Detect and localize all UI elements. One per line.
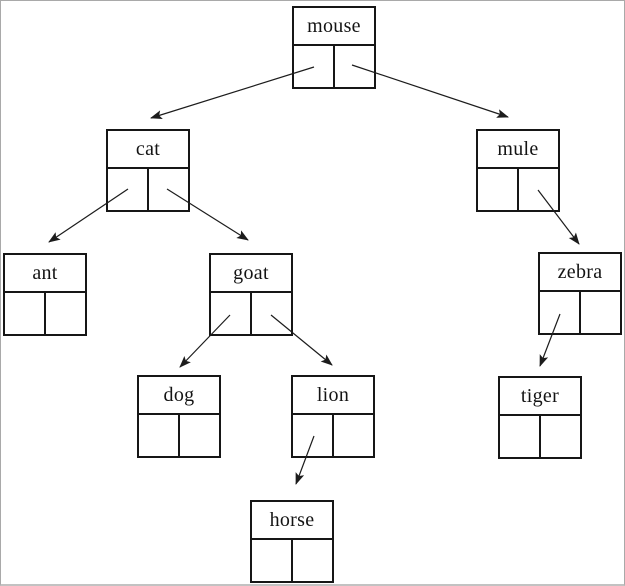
- pointer-cells-ant: [5, 293, 85, 334]
- pointer-cells-goat: [211, 293, 291, 334]
- left-pointer-cell: [294, 46, 335, 87]
- tree-node-zebra: zebra: [538, 252, 622, 335]
- tree-node-tiger: tiger: [498, 376, 582, 459]
- node-label-goat: goat: [211, 255, 291, 293]
- right-pointer-cell: [581, 292, 620, 333]
- right-pointer-cell: [541, 416, 580, 457]
- pointer-cells-cat: [108, 169, 188, 210]
- node-label-mule: mule: [478, 131, 558, 169]
- right-pointer-cell: [293, 540, 332, 581]
- left-pointer-cell: [540, 292, 581, 333]
- left-pointer-cell: [293, 415, 334, 456]
- node-label-cat: cat: [108, 131, 188, 169]
- right-pointer-cell: [335, 46, 374, 87]
- left-pointer-cell: [5, 293, 46, 334]
- node-label-zebra: zebra: [540, 254, 620, 292]
- right-pointer-cell: [149, 169, 188, 210]
- right-pointer-cell: [180, 415, 219, 456]
- left-pointer-cell: [500, 416, 541, 457]
- pointer-cells-mule: [478, 169, 558, 210]
- left-pointer-cell: [108, 169, 149, 210]
- node-label-mouse: mouse: [294, 8, 374, 46]
- tree-node-goat: goat: [209, 253, 293, 336]
- pointer-cells-mouse: [294, 46, 374, 87]
- node-label-lion: lion: [293, 377, 373, 415]
- node-label-ant: ant: [5, 255, 85, 293]
- node-label-tiger: tiger: [500, 378, 580, 416]
- right-pointer-cell: [519, 169, 558, 210]
- right-pointer-cell: [252, 293, 291, 334]
- tree-node-cat: cat: [106, 129, 190, 212]
- right-pointer-cell: [46, 293, 85, 334]
- node-label-dog: dog: [139, 377, 219, 415]
- tree-node-lion: lion: [291, 375, 375, 458]
- pointer-cells-zebra: [540, 292, 620, 333]
- tree-node-mule: mule: [476, 129, 560, 212]
- pointer-cells-lion: [293, 415, 373, 456]
- tree-node-dog: dog: [137, 375, 221, 458]
- right-pointer-cell: [334, 415, 373, 456]
- pointer-cells-tiger: [500, 416, 580, 457]
- left-pointer-cell: [252, 540, 293, 581]
- pointer-cells-horse: [252, 540, 332, 581]
- edge-mouse-left-cat: [150, 66, 315, 120]
- left-pointer-cell: [478, 169, 519, 210]
- tree-node-mouse: mouse: [292, 6, 376, 89]
- left-pointer-cell: [211, 293, 252, 334]
- tree-node-horse: horse: [250, 500, 334, 583]
- node-label-horse: horse: [252, 502, 332, 540]
- pointer-cells-dog: [139, 415, 219, 456]
- left-pointer-cell: [139, 415, 180, 456]
- tree-node-ant: ant: [3, 253, 87, 336]
